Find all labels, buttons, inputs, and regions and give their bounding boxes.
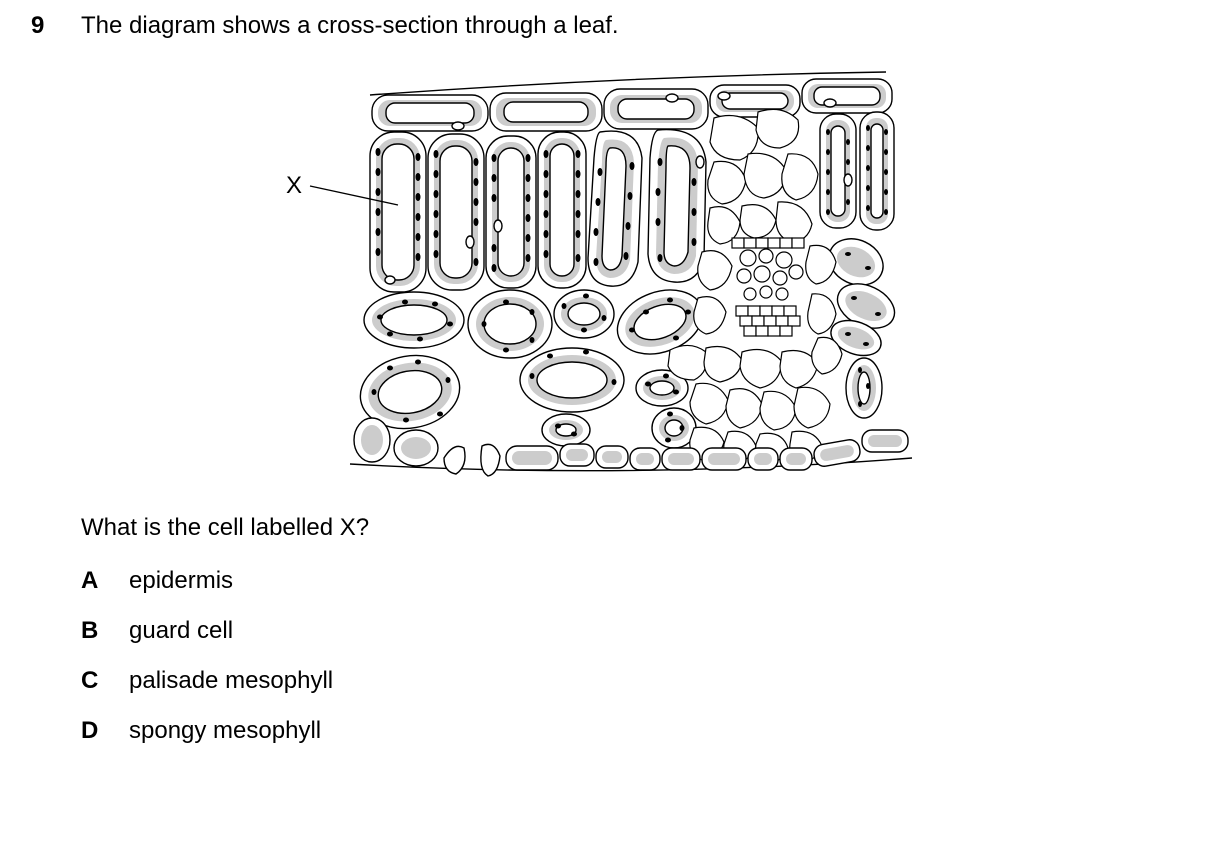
leaf-cross-section-diagram: X xyxy=(270,62,930,492)
option-c-text: palisade mesophyll xyxy=(129,667,334,694)
label-x-pointer-line xyxy=(309,185,399,206)
spongy-layer xyxy=(359,238,896,449)
question-number: 9 xyxy=(31,12,45,39)
option-c-letter: C xyxy=(81,667,99,694)
question-prompt: What is the cell labelled X? xyxy=(81,514,370,541)
option-b-letter: B xyxy=(81,617,99,644)
label-x: X xyxy=(286,172,302,199)
question-stem: The diagram shows a cross-section throug… xyxy=(81,12,619,39)
option-a[interactable]: A epidermis xyxy=(81,566,581,596)
option-d-text: spongy mesophyll xyxy=(129,717,322,744)
upper-cuticle xyxy=(369,71,887,96)
option-b[interactable]: B guard cell xyxy=(81,616,581,646)
lower-epidermis xyxy=(353,417,909,477)
chloroplasts xyxy=(375,125,888,272)
option-a-text: epidermis xyxy=(129,567,234,594)
option-a-letter: A xyxy=(81,567,99,594)
option-b-text: guard cell xyxy=(129,617,234,644)
option-d-letter: D xyxy=(81,717,99,744)
upper-epidermis xyxy=(371,78,893,132)
vascular-bundle xyxy=(667,108,843,463)
option-d[interactable]: D spongy mesophyll xyxy=(81,716,581,746)
option-c[interactable]: C palisade mesophyll xyxy=(81,666,581,696)
